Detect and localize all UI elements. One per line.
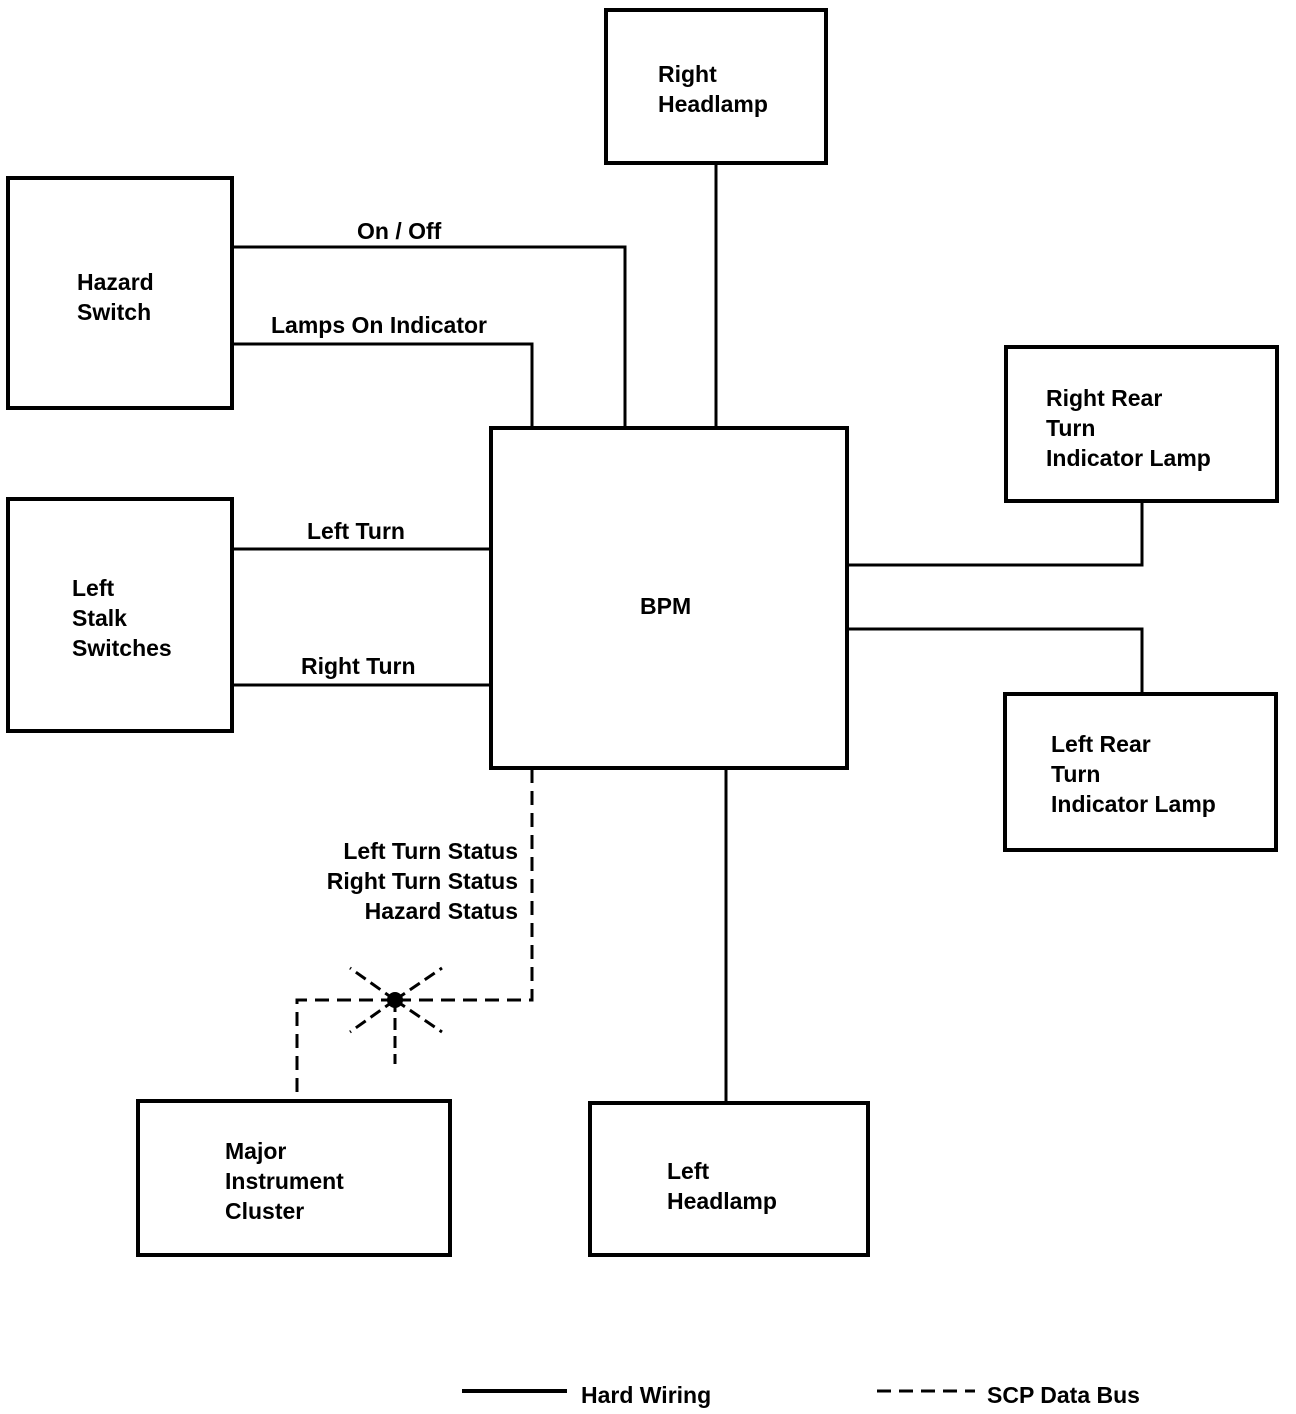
bus-message-right-turn-status: Right Turn Status (326, 868, 518, 894)
right-rear-line-2: Turn (1046, 415, 1096, 441)
major-instrument-cluster-block: Major Instrument Cluster (136, 1099, 452, 1257)
right-headlamp-block: Right Headlamp (604, 8, 828, 165)
left-headlamp-block: Left Headlamp (588, 1101, 870, 1257)
bus-node-dot (387, 992, 403, 1008)
cluster-line-2: Instrument (225, 1168, 344, 1194)
left-rear-line-3: Indicator Lamp (1051, 791, 1216, 817)
left-headlamp-line-1: Left (667, 1158, 710, 1184)
right-rear-turn-lamp-block: Right Rear Turn Indicator Lamp (1004, 345, 1279, 503)
right-turn-label: Right Turn (301, 653, 416, 679)
on-off-label: On / Off (357, 218, 442, 244)
right-headlamp-line-2: Headlamp (658, 91, 768, 117)
cluster-line-3: Cluster (225, 1198, 305, 1224)
hazard-switch-line-2: Switch (77, 299, 152, 325)
legend-hard-wiring-label: Hard Wiring (581, 1382, 712, 1408)
left-turn-label: Left Turn (307, 518, 405, 544)
left-stalk-line-2: Stalk (72, 605, 127, 631)
bus-message-left-turn-status: Left Turn Status (343, 838, 518, 864)
wire-on-off (231, 245, 627, 429)
wire-lamps-on-indicator (231, 342, 534, 429)
hazard-switch-line-1: Hazard (77, 269, 154, 295)
lamps-on-indicator-label: Lamps On Indicator (271, 312, 487, 338)
bus-message-hazard-status: Hazard Status (364, 898, 518, 924)
bus-node-to-cluster (295, 998, 395, 1100)
wire-left-rear-turn (846, 627, 1144, 696)
left-headlamp-line-2: Headlamp (667, 1188, 777, 1214)
wire-right-rear-turn (846, 500, 1144, 567)
bus-bpm-to-node (395, 769, 534, 1002)
legend-scp-data-bus-label: SCP Data Bus (987, 1382, 1140, 1408)
left-stalk-line-1: Left (72, 575, 115, 601)
left-stalk-line-3: Switches (72, 635, 172, 661)
hazard-switch-block: Hazard Switch (6, 176, 234, 410)
right-headlamp-line-1: Right (658, 61, 717, 87)
cluster-line-1: Major (225, 1138, 287, 1164)
bpm-label: BPM (640, 593, 692, 619)
left-stalk-switches-block: Left Stalk Switches (6, 497, 234, 733)
bus-node-star (349, 966, 443, 1064)
left-rear-turn-lamp-block: Left Rear Turn Indicator Lamp (1003, 692, 1278, 852)
bpm-block: BPM (489, 426, 849, 770)
left-rear-line-1: Left Rear (1051, 731, 1151, 757)
right-rear-line-1: Right Rear (1046, 385, 1163, 411)
right-rear-line-3: Indicator Lamp (1046, 445, 1211, 471)
left-rear-line-2: Turn (1051, 761, 1101, 787)
